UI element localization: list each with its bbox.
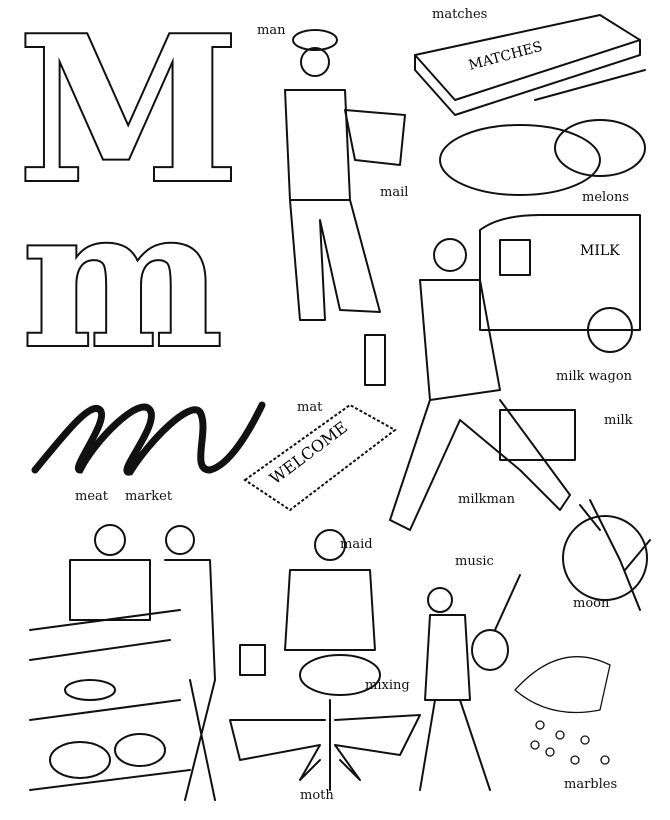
milk-wagon-drawing <box>479 214 641 353</box>
lowercase-m-letter: m <box>22 167 223 390</box>
matches-box-drawing <box>414 14 646 116</box>
label-maid: maid <box>340 537 373 552</box>
truck-text: MILK <box>580 243 620 259</box>
meat-market-drawing <box>29 524 216 801</box>
label-milk: milk <box>604 413 633 428</box>
label-mail: mail <box>380 185 409 200</box>
label-mat: mat <box>297 400 323 415</box>
cursive-m-letter <box>31 401 266 476</box>
label-milk-wagon: milk wagon <box>556 369 633 384</box>
moth-drawing <box>229 699 421 791</box>
moon-drawing <box>562 499 651 611</box>
melons-drawing <box>439 119 646 196</box>
mailman-drawing <box>284 29 406 321</box>
label-man: man <box>257 23 286 38</box>
mat-text: WELCOME <box>266 418 351 489</box>
maid-drawing <box>239 529 381 696</box>
label-mixing: mixing <box>365 678 410 693</box>
marbles-drawing <box>514 656 611 765</box>
music-girl-drawing <box>419 574 521 791</box>
label-matches: matches <box>432 7 488 22</box>
label-melons: melons <box>582 190 630 205</box>
label-moth: moth <box>300 788 334 803</box>
label-moon: moon <box>573 596 610 611</box>
label-milkman: milkman <box>458 492 515 507</box>
label-music: music <box>455 554 494 569</box>
uppercase-m-letter: M <box>18 0 239 228</box>
label-marbles: marbles <box>564 777 618 792</box>
label-meat: meat <box>75 489 108 504</box>
mat-drawing <box>243 403 397 512</box>
milkman-drawing <box>364 238 576 531</box>
label-market: market <box>125 489 173 504</box>
matches-box-text: MATCHES <box>467 39 544 74</box>
